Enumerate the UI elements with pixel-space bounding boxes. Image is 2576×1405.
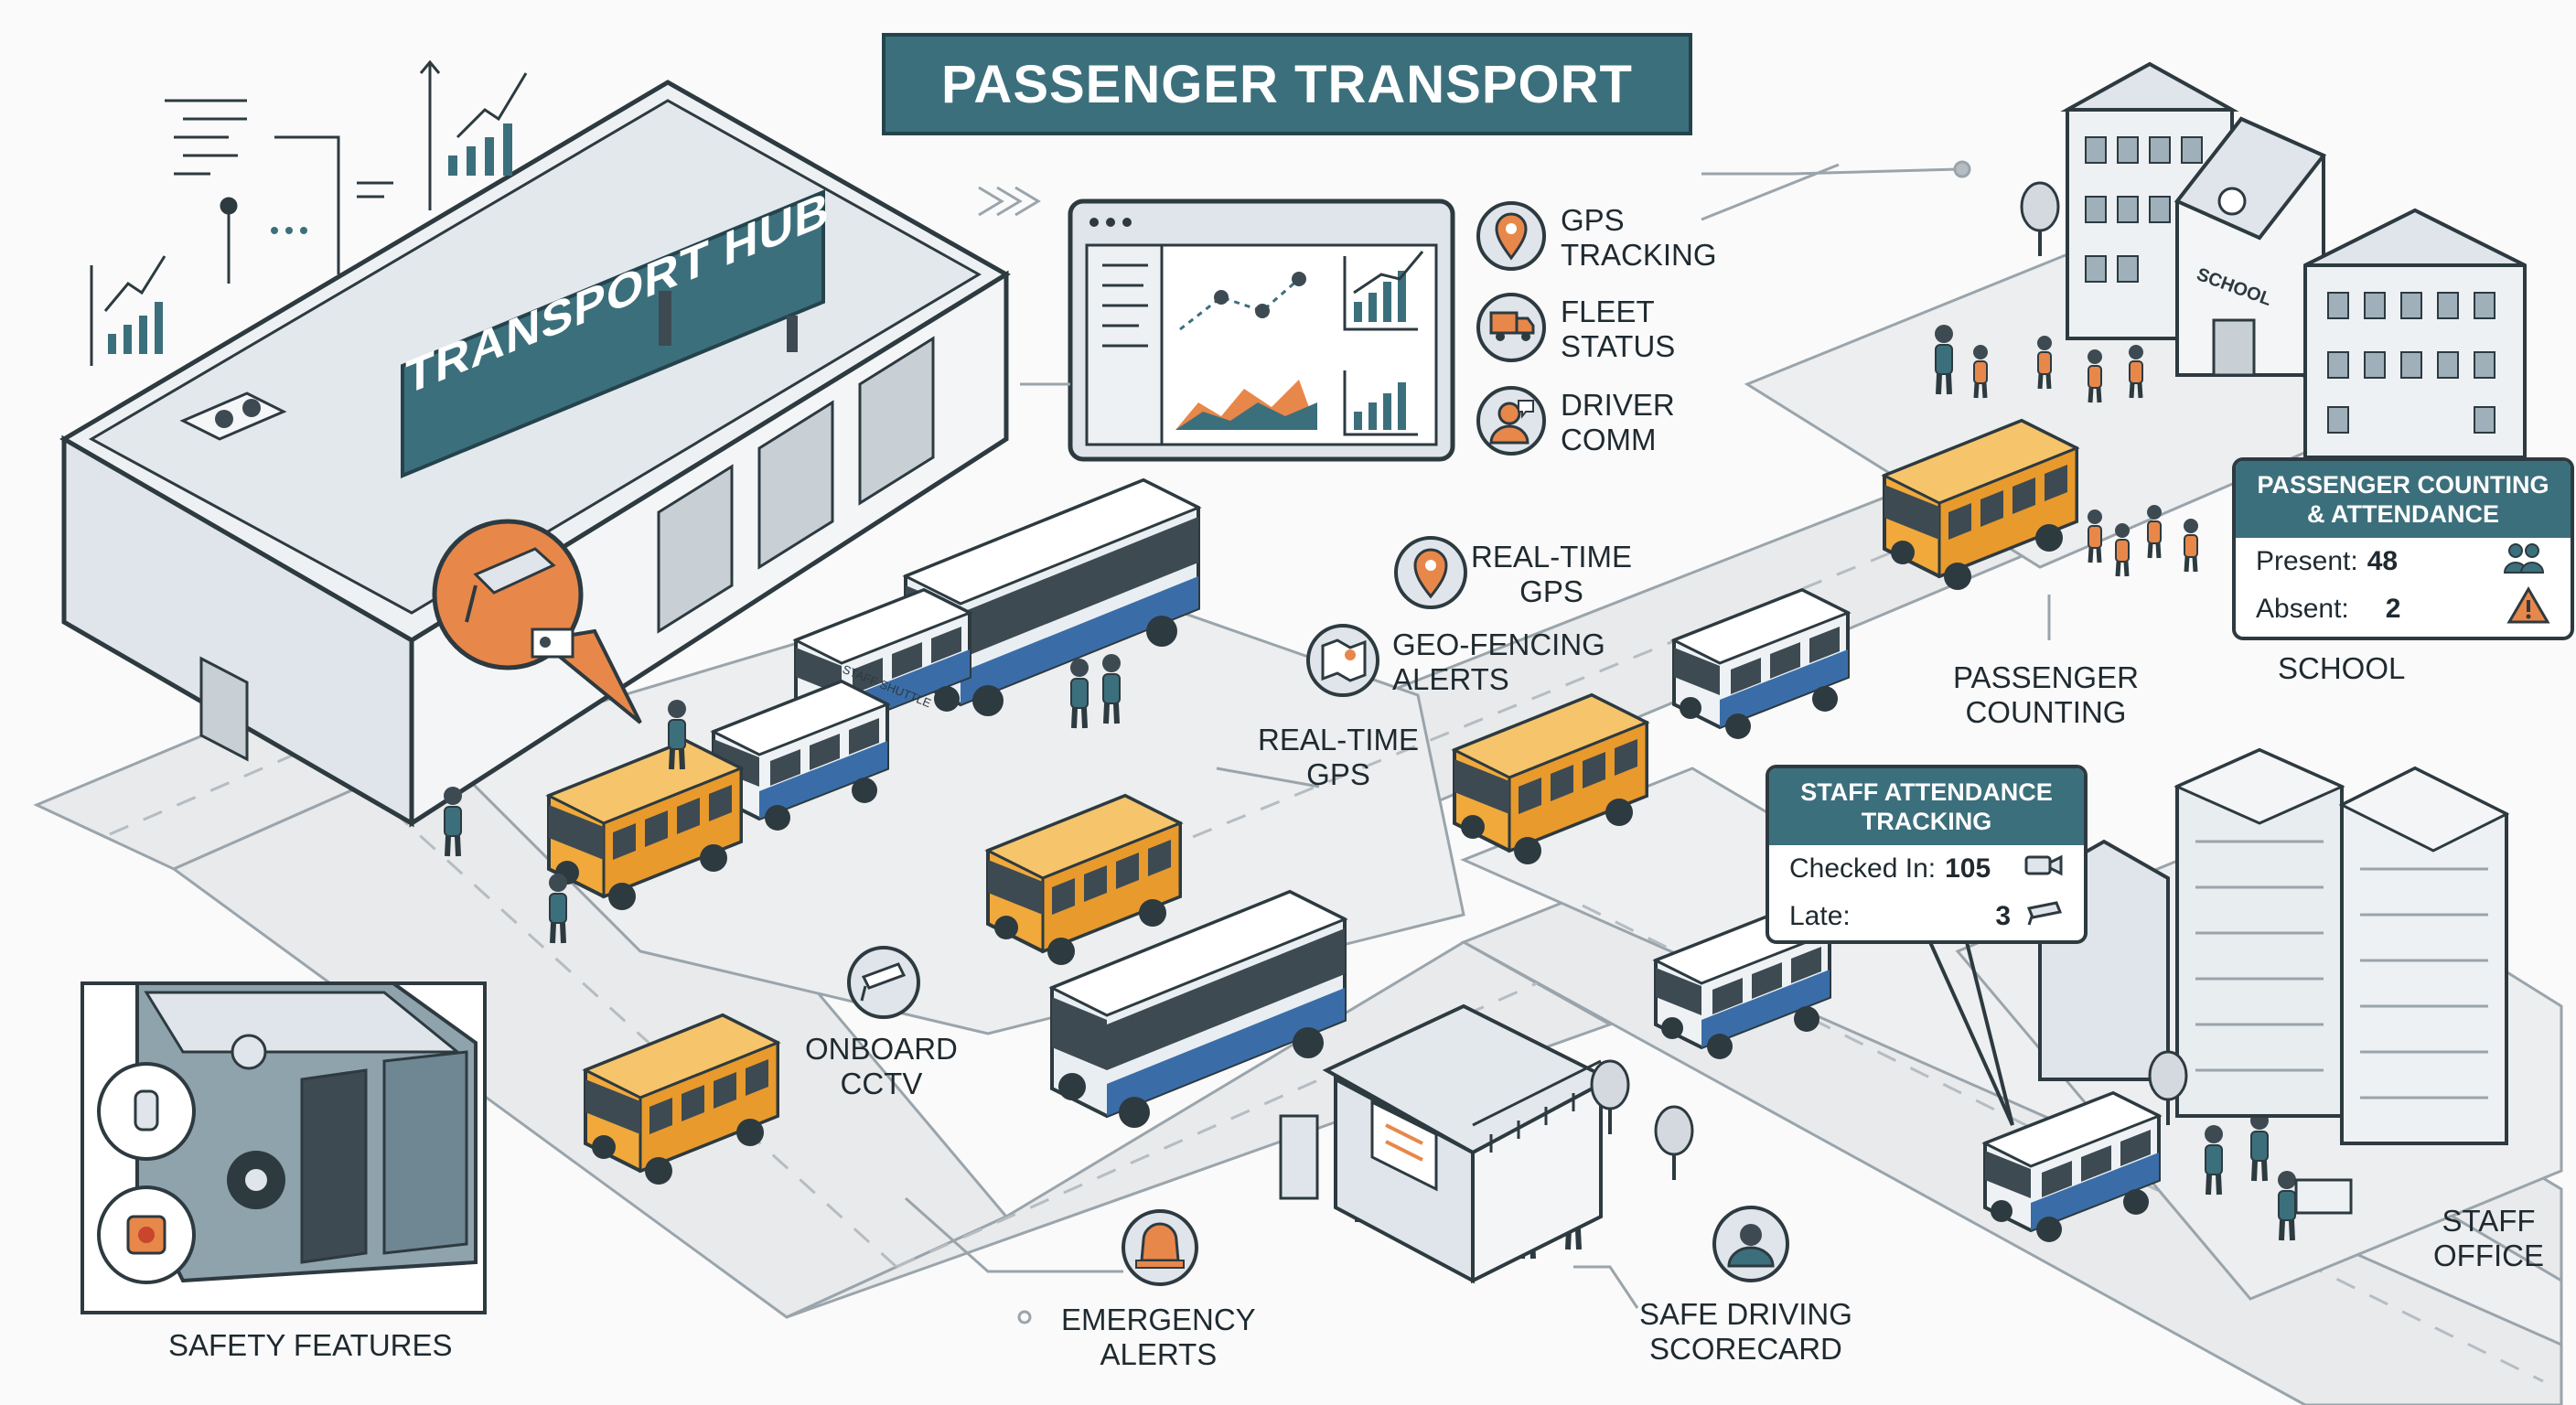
leader-lines xyxy=(905,160,2051,1325)
onboard-cctv-icon xyxy=(847,946,920,1019)
absent-label: Absent: xyxy=(2256,594,2349,624)
fleet-status-icon xyxy=(1476,293,1546,362)
realtime-gps-label: REAL-TIME GPS xyxy=(1471,540,1633,608)
staff-office-label: STAFF OFFICE xyxy=(2433,1204,2544,1272)
transport-hub-building xyxy=(59,80,1011,828)
checked-in-row: Checked In: 105 xyxy=(1769,845,2084,893)
late-label: Late: xyxy=(1789,901,1851,931)
safe-driving-driver-icon xyxy=(1712,1206,1789,1282)
cctv-callout xyxy=(432,519,642,724)
fleet-status-label: FLEET STATUS xyxy=(1561,295,1676,363)
emergency-alerts-label: EMERGENCY ALERTS xyxy=(1061,1303,1256,1371)
late-row: Late: 3 xyxy=(1769,893,2084,940)
checked-in-value: 105 xyxy=(1945,853,1991,884)
driver-comm-label: DRIVER COMM xyxy=(1561,388,1675,456)
bar-stats-decor xyxy=(108,123,512,354)
onboard-cctv-label: ONBOARD CCTV xyxy=(805,1032,958,1100)
emergency-alarm-icon xyxy=(1122,1209,1198,1286)
staff-attendance-panel: STAFF ATTENDANCE TRACKING Checked In: 10… xyxy=(1766,765,2088,944)
safe-driving-scorecard-label: SAFE DRIVING SCORECARD xyxy=(1639,1297,1852,1366)
title-banner: PASSENGER TRANSPORT xyxy=(882,33,1692,135)
gps-tracking-icon xyxy=(1476,201,1546,271)
analytics-decor xyxy=(90,59,528,366)
staff-panel-title: STAFF ATTENDANCE TRACKING xyxy=(1769,768,2084,845)
camera-icon xyxy=(2023,852,2064,886)
checked-in-label: Checked In: xyxy=(1789,853,1937,884)
cctv-icon xyxy=(2023,899,2064,934)
present-value: 48 xyxy=(2367,546,2399,576)
warning-icon xyxy=(2506,586,2550,632)
passenger-panel-title: PASSENGER COUNTING & ATTENDANCE xyxy=(2236,461,2571,538)
info-kiosk xyxy=(1279,1003,1694,1284)
school-label: SCHOOL xyxy=(2278,651,2406,685)
realtime-gps-secondary-label: REAL-TIME GPS xyxy=(1258,723,1420,791)
present-label: Present: xyxy=(2256,546,2358,576)
group-icon xyxy=(2499,540,2550,584)
late-value: 3 xyxy=(1995,901,2011,931)
passenger-counting-label: PASSENGER COUNTING xyxy=(1953,660,2139,729)
staff-office-towers xyxy=(2038,747,2510,1215)
driver-comm-icon xyxy=(1476,386,1546,456)
school-building xyxy=(2020,61,2527,459)
page-title: PASSENGER TRANSPORT xyxy=(941,54,1633,114)
geofencing-map-icon xyxy=(1306,624,1379,697)
safety-features-label: SAFETY FEATURES xyxy=(168,1328,453,1362)
staff-panel-pointer xyxy=(1928,942,2014,1126)
geofencing-alerts-label: GEO-FENCING ALERTS xyxy=(1392,627,1605,696)
safety-features-inset xyxy=(80,981,487,1314)
realtime-gps-pin-icon xyxy=(1394,536,1467,609)
gps-tracking-label: GPS TRACKING xyxy=(1561,203,1717,272)
fleet-dashboard-screen xyxy=(978,186,1455,462)
passenger-attendance-panel: PASSENGER COUNTING & ATTENDANCE Present:… xyxy=(2232,457,2574,640)
absent-value: 2 xyxy=(2385,594,2401,624)
absent-row: Absent: 2 xyxy=(2236,585,2571,633)
present-row: Present: 48 xyxy=(2236,538,2571,585)
